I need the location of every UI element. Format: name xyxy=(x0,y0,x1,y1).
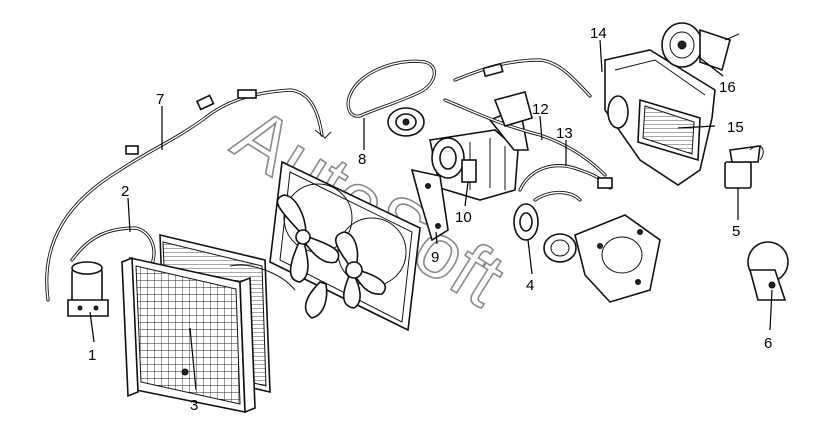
callout-7: 7 xyxy=(156,91,164,108)
callout-8: 8 xyxy=(358,151,366,168)
fan-blades-left xyxy=(276,194,340,283)
callout-5: 5 xyxy=(732,223,740,240)
part-16-blower-motor xyxy=(661,22,740,72)
part-6-sensor xyxy=(747,241,789,301)
pump-housing xyxy=(574,214,661,303)
callout-10: 10 xyxy=(455,209,472,226)
part-4-clutch-pulley xyxy=(513,203,577,263)
part-7-hose xyxy=(45,88,332,302)
callout-16: 16 xyxy=(719,79,736,96)
part-5-switch xyxy=(724,145,764,189)
fan-assembly xyxy=(269,160,421,332)
part-8-drive-belt xyxy=(346,59,436,118)
callout-3: 3 xyxy=(190,397,198,414)
callout-12: 12 xyxy=(532,101,549,118)
fan-blades-right xyxy=(304,231,387,319)
part-3-condenser xyxy=(121,233,296,414)
callout-15: 15 xyxy=(727,119,744,136)
callout-9: 9 xyxy=(431,249,439,266)
callout-13: 13 xyxy=(556,125,573,142)
part-12-pipe xyxy=(443,58,607,177)
idler-pulley xyxy=(387,107,425,137)
callout-2: 2 xyxy=(121,183,129,200)
part-13-hose xyxy=(518,164,613,202)
part-1-receiver-drier xyxy=(67,261,109,317)
callout-14: 14 xyxy=(590,25,607,42)
part-9-bracket xyxy=(410,168,449,242)
callout-4: 4 xyxy=(526,277,534,294)
callout-1: 1 xyxy=(88,347,96,364)
leader-lines xyxy=(89,39,773,391)
callout-labels: 1 2 3 4 5 6 7 8 9 10 12 13 14 15 16 xyxy=(88,25,772,414)
part-15-heater-core xyxy=(637,98,701,162)
callout-6: 6 xyxy=(764,335,772,352)
